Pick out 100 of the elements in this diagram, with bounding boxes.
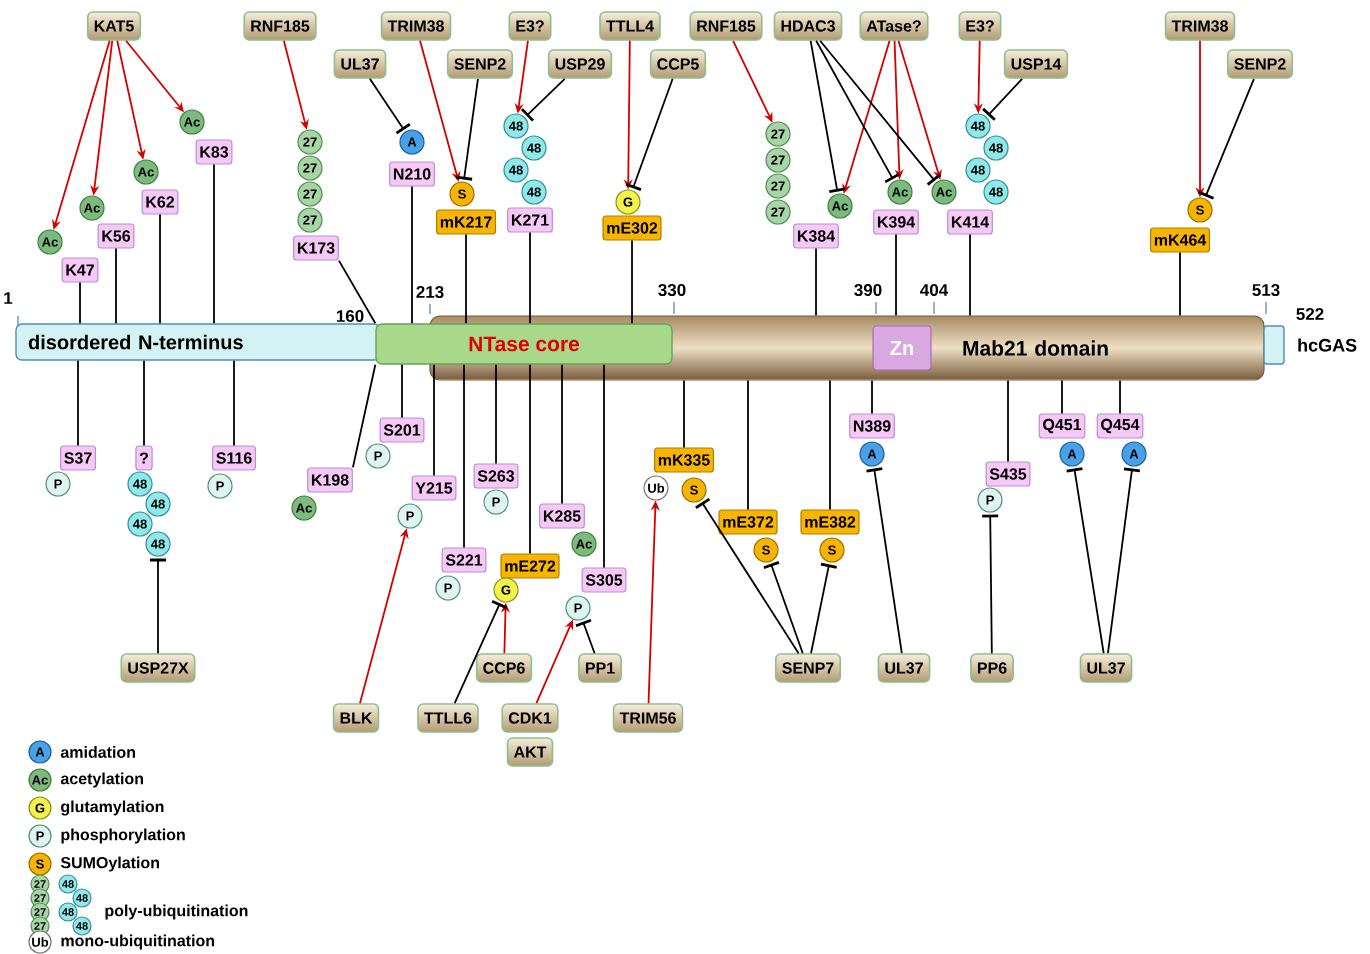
residue-box: K173 bbox=[293, 235, 339, 261]
connector-line bbox=[77, 359, 79, 447]
residue-box: K394 bbox=[873, 209, 919, 235]
residue-box: mK217 bbox=[435, 209, 497, 235]
residue-box: N389 bbox=[849, 413, 895, 439]
position-number: 160 bbox=[336, 310, 364, 322]
connector-line bbox=[463, 363, 465, 549]
enzyme-box: SENP7 bbox=[774, 653, 842, 683]
residue-box: S435 bbox=[985, 461, 1031, 487]
enzyme-box: UL37 bbox=[1079, 653, 1133, 683]
residue-box: K198 bbox=[307, 467, 353, 493]
residue-box: S201 bbox=[379, 417, 425, 443]
enzyme-box: TTLL4 bbox=[599, 11, 661, 41]
enzyme-box: TRIM38 bbox=[380, 11, 452, 41]
connector-line bbox=[411, 185, 413, 325]
position-number: 213 bbox=[416, 286, 444, 299]
connector-line bbox=[1119, 379, 1121, 415]
enzyme-box: RNF185 bbox=[689, 11, 763, 41]
enzyme-box: SENP2 bbox=[1227, 49, 1294, 79]
legend-text: acetylation bbox=[60, 772, 143, 788]
residue-box: S221 bbox=[441, 547, 487, 573]
enzyme-box: CCP6 bbox=[475, 653, 533, 683]
residue-box: K62 bbox=[141, 189, 179, 215]
connector-line bbox=[895, 233, 897, 317]
inhibition-line bbox=[625, 77, 674, 191]
position-number: 404 bbox=[920, 284, 949, 296]
domain-bar bbox=[1263, 325, 1285, 365]
residue-box: K271 bbox=[507, 207, 553, 233]
connector-line bbox=[969, 233, 971, 317]
connector-line bbox=[495, 363, 497, 465]
connector-line bbox=[159, 213, 161, 325]
legend-text: SUMOylation bbox=[60, 856, 159, 872]
residue-box: K384 bbox=[793, 223, 839, 249]
inhibition-line bbox=[1198, 77, 1255, 200]
inhibition-line bbox=[982, 77, 1024, 121]
residue-box: K414 bbox=[947, 209, 993, 235]
residue-box: K285 bbox=[539, 503, 585, 529]
legend-text: phosphorylation bbox=[61, 828, 185, 844]
domain-bar: NTase core bbox=[375, 323, 673, 365]
legend-text: mono-ubiquitination bbox=[61, 934, 215, 950]
residue-box: mK335 bbox=[653, 447, 715, 473]
enzyme-box: AKT bbox=[506, 737, 554, 767]
connector-line bbox=[683, 379, 685, 449]
connector-line bbox=[1061, 379, 1063, 415]
enzyme-box: HDAC3 bbox=[773, 11, 843, 41]
enzyme-box: ATase? bbox=[859, 11, 929, 41]
position-number: 513 bbox=[1252, 284, 1280, 297]
residue-box: Y215 bbox=[411, 475, 457, 501]
connector-line bbox=[401, 363, 403, 419]
enzyme-box: RNF185 bbox=[243, 11, 317, 41]
connector-line bbox=[529, 363, 531, 555]
connector-line bbox=[603, 363, 605, 569]
enzyme-box: SENP2 bbox=[446, 49, 514, 79]
connector-line bbox=[213, 163, 215, 325]
residue-box: mK464 bbox=[1150, 227, 1211, 253]
enzyme-box: USP14 bbox=[1003, 49, 1069, 79]
enzyme-box: TRIM56 bbox=[612, 703, 684, 733]
connector-line bbox=[143, 359, 145, 447]
residue-box: S37 bbox=[59, 445, 97, 471]
residue-box: S116 bbox=[211, 445, 257, 471]
inhibition-line bbox=[456, 77, 479, 181]
enzyme-box: E3? bbox=[958, 11, 1002, 41]
connector-line bbox=[747, 379, 749, 511]
zinc-box: Zn bbox=[872, 325, 932, 371]
residue-box: S263 bbox=[473, 463, 519, 489]
legend-text: amidation bbox=[60, 746, 135, 758]
connector-line bbox=[79, 281, 81, 325]
residue-box: K47 bbox=[61, 257, 99, 283]
connector-line bbox=[352, 363, 377, 469]
residue-box: mE302 bbox=[602, 215, 662, 241]
connector-line bbox=[1007, 379, 1009, 463]
position-number: 330 bbox=[658, 284, 686, 297]
position-number: 522 bbox=[1296, 308, 1324, 320]
inhibition-line bbox=[819, 39, 941, 186]
residue-box: mE372 bbox=[718, 509, 778, 535]
enzyme-box: TRIM38 bbox=[1164, 11, 1236, 41]
domain-bar: disordered N-terminus bbox=[15, 323, 381, 361]
connector-line bbox=[529, 231, 531, 325]
enzyme-box: PP1 bbox=[578, 653, 622, 683]
connector-line bbox=[233, 359, 235, 447]
residue-box: mE382 bbox=[800, 509, 860, 535]
connector-line bbox=[115, 247, 117, 325]
connector-line bbox=[433, 363, 435, 477]
enzyme-box: CDK1 bbox=[501, 703, 559, 733]
residue-box: S305 bbox=[581, 567, 627, 593]
enzyme-box: UL37 bbox=[877, 653, 931, 683]
inhibition-line bbox=[368, 77, 411, 135]
connector-line bbox=[815, 247, 817, 317]
legend-text: glutamylation bbox=[61, 800, 164, 816]
residue-box: K83 bbox=[195, 139, 233, 165]
residue-box: N210 bbox=[389, 161, 435, 187]
residue-box: K56 bbox=[97, 223, 135, 249]
inhibition-line bbox=[695, 498, 800, 655]
enzyme-box: USP29 bbox=[547, 49, 613, 79]
connector-line bbox=[829, 379, 831, 511]
connector-line bbox=[338, 259, 377, 325]
inhibition-line bbox=[810, 562, 837, 655]
connector-line bbox=[871, 379, 873, 415]
position-number: 390 bbox=[854, 284, 882, 297]
enzyme-box: PP6 bbox=[970, 653, 1014, 683]
